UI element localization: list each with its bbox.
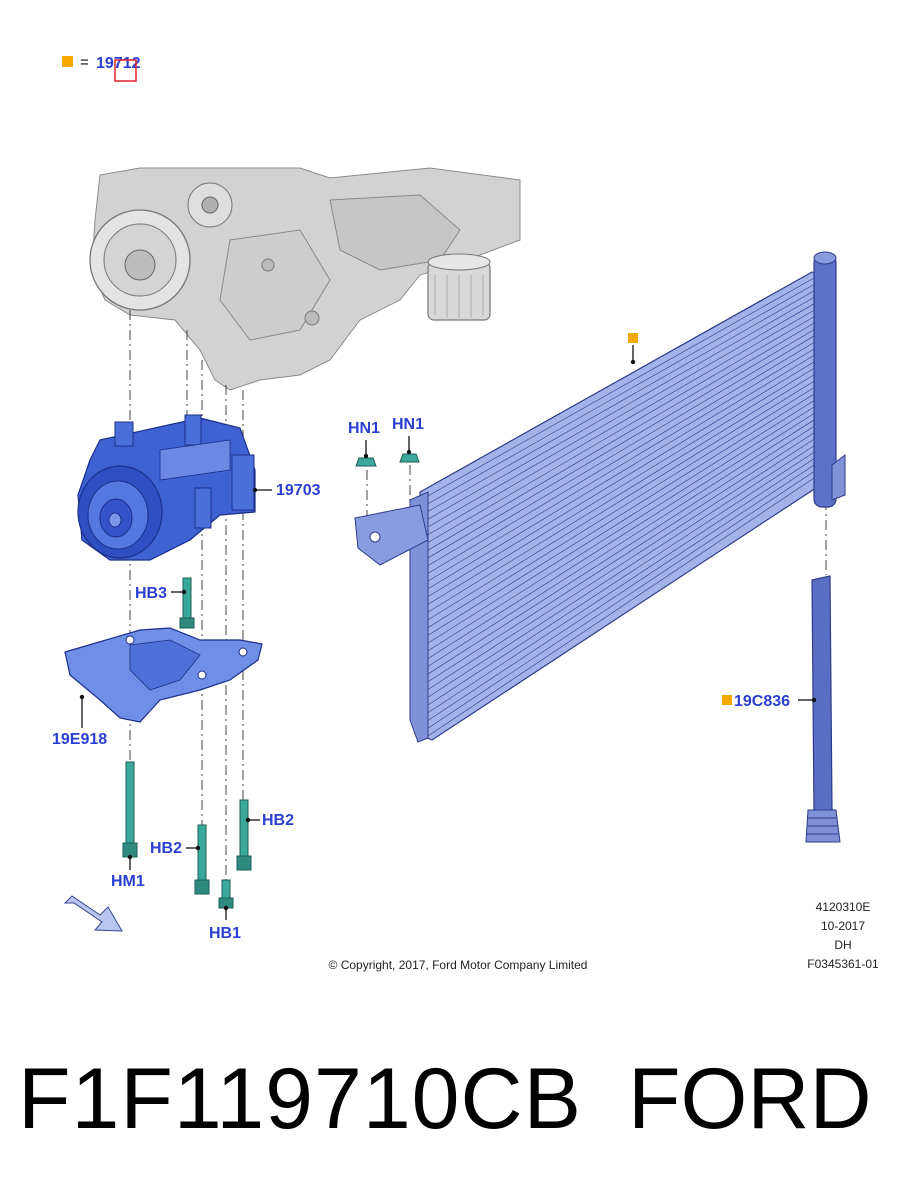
bolt-hb2-right: [236, 799, 252, 871]
condenser-fin-line: [427, 335, 815, 566]
engine-illustration: [89, 167, 521, 391]
bolt-hb3: [179, 577, 195, 629]
condenser-fin-line: [427, 297, 815, 520]
condenser-fin-line: [427, 368, 815, 605]
callout-19703[interactable]: 19703: [276, 482, 321, 499]
condenser-marker-square: [628, 333, 638, 343]
callout-hb3[interactable]: HB3: [135, 585, 167, 602]
callout-19c836[interactable]: 19C836: [734, 693, 790, 710]
bolt-hb1: [218, 879, 234, 909]
condenser-fins: [427, 277, 815, 737]
condenser-fin-line: [427, 445, 815, 698]
legend-equals: =: [80, 54, 89, 71]
nut-hn1-left: [355, 457, 377, 467]
condenser-fin-line: [427, 432, 815, 683]
ac-compressor: [77, 414, 256, 561]
condenser-fin-line: [427, 309, 815, 535]
info-line-2: 10-2017: [821, 919, 865, 933]
callout-hn1-left[interactable]: HN1: [348, 420, 380, 437]
legend-ref-link[interactable]: 19712: [96, 55, 141, 72]
info-line-1: 4120310E: [816, 900, 871, 914]
info-line-4: F0345361-01: [807, 957, 879, 971]
condenser-fin-line: [427, 380, 815, 621]
condenser-fin-line: [427, 393, 815, 636]
callout-hb2-left[interactable]: HB2: [150, 840, 182, 857]
condenser-fin-line: [427, 355, 815, 590]
callout-19e918[interactable]: 19E918: [52, 731, 107, 748]
condenser-fin-line: [427, 329, 815, 559]
legend-highlight-box: [114, 59, 137, 82]
nut-hn1-right: [399, 453, 420, 463]
condenser-fin-line: [427, 419, 815, 667]
condenser-fin-line: [427, 471, 815, 729]
condenser-fin-line: [427, 439, 815, 690]
condenser-fin-line: [427, 406, 815, 652]
condenser-fin-line: [427, 284, 815, 505]
condenser-fin-line: [427, 342, 815, 574]
footer-part-number: F1F119710CB: [18, 1051, 582, 1147]
condenser-fin-line: [427, 361, 815, 597]
condenser-fin-line: [427, 303, 815, 528]
callout-hm1[interactable]: HM1: [111, 873, 145, 890]
condenser-fin-line: [427, 413, 815, 659]
condenser-fin-line: [427, 387, 815, 628]
callout-hn1-right[interactable]: HN1: [392, 416, 424, 433]
condenser-fin-line: [427, 290, 815, 512]
bolt-hb2-left: [194, 824, 210, 895]
condenser-fin-line: [427, 451, 815, 706]
legend-marker-square: [62, 56, 73, 67]
ac-condenser: [354, 251, 846, 743]
footer-brand: FORD: [628, 1051, 872, 1147]
condenser-fin-line: [427, 316, 815, 543]
condenser-fin-line: [427, 464, 815, 721]
info-line-3: DH: [834, 938, 851, 952]
condenser-fin-line: [427, 277, 815, 497]
heat-shield-19e918: [64, 627, 263, 723]
condenser-fin-line: [427, 426, 815, 675]
condenser-fin-line: [427, 477, 815, 737]
drier-marker-square: [722, 695, 732, 705]
condenser-fin-line: [427, 400, 815, 644]
exploded-parts-diagram: = 19712: [52, 54, 879, 972]
copyright-text: © Copyright, 2017, Ford Motor Company Li…: [329, 958, 588, 972]
bolt-hm1: [122, 761, 138, 858]
receiver-drier-19c836: [805, 575, 841, 843]
condenser-fin-line: [427, 458, 815, 714]
condenser-fin-line: [427, 374, 815, 613]
callout-hb1[interactable]: HB1: [209, 925, 241, 942]
condenser-fin-line: [427, 348, 815, 582]
condenser-fin-line: [427, 322, 815, 551]
front-direction-arrow-icon: [63, 895, 123, 932]
callout-hb2-right[interactable]: HB2: [262, 812, 294, 829]
